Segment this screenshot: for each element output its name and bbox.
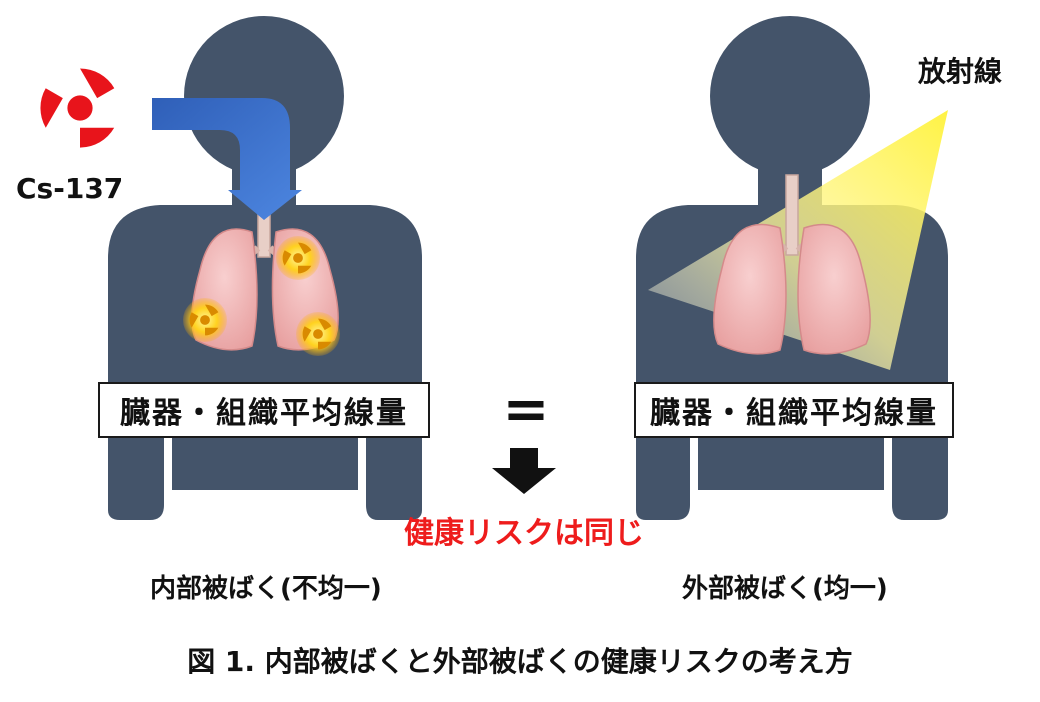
- left-dose-box: 臓器・組織平均線量: [98, 382, 430, 438]
- radiation-hotspot-icon: [183, 298, 227, 342]
- radiation-label: 放射線: [918, 55, 1003, 88]
- right-dose-box: 臓器・組織平均線量: [634, 382, 954, 438]
- right-lungs: [713, 174, 871, 355]
- radiation-hotspot-icon: [296, 312, 340, 356]
- left-caption: 内部被ばく(不均一): [150, 574, 382, 604]
- equal-sign: =: [502, 377, 550, 442]
- right-caption: 外部被ばく(均一): [682, 574, 888, 604]
- source-label: Cs-137: [16, 172, 124, 205]
- result-text: 健康リスクは同じ: [404, 516, 644, 551]
- curved-arrow-icon: [152, 98, 302, 220]
- radiation-trefoil-icon: [28, 58, 115, 148]
- figure-caption: 図 1. 内部被ばくと外部被ばくの健康リスクの考え方: [187, 645, 853, 678]
- left-body-silhouette: [108, 16, 422, 520]
- radiation-hotspot-icon: [276, 236, 320, 280]
- down-arrow-icon: [492, 448, 556, 494]
